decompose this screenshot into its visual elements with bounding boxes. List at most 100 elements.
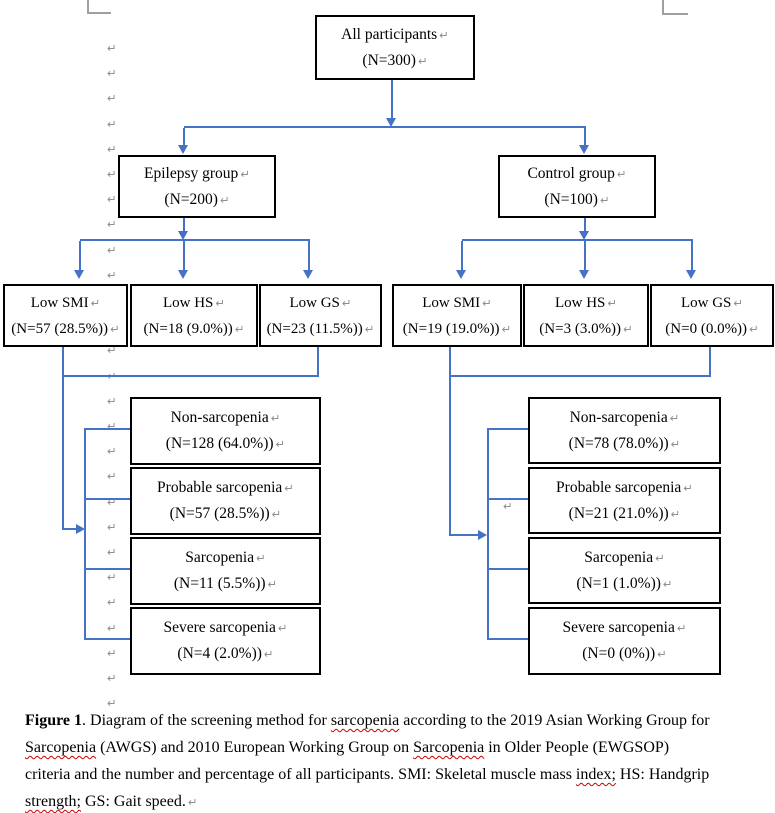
box-epilepsy-severe-sarcopenia: Severe sarcopenia↵ (N=4 (2.0%))↵ xyxy=(130,607,321,675)
arrowhead-right-icon xyxy=(76,524,85,534)
box-text: (N=1 (1.0%)) xyxy=(576,574,661,592)
box-text: (N=0 (0%)) xyxy=(582,645,656,662)
caption-text: HS: Handgrip xyxy=(615,766,710,783)
pilcrow-mark: ↵ xyxy=(90,295,101,310)
box-text: Severe sarcopenia xyxy=(562,619,675,636)
connector-to-control xyxy=(584,128,586,146)
connector-line xyxy=(62,377,64,529)
pilcrow-mark: ↵ xyxy=(271,507,282,521)
pilcrow-mark: ↵ xyxy=(417,53,428,68)
box-text: (N=300) xyxy=(362,51,416,69)
box-text: Probable sarcopenia xyxy=(556,478,682,496)
connector-join-epilepsy xyxy=(62,375,319,377)
pilcrow-mark: ↵ xyxy=(657,647,667,661)
pilcrow-mark: ↵ xyxy=(669,410,680,425)
box-text: Epilepsy group xyxy=(144,164,239,182)
pilcrow-mark: ↵ xyxy=(107,167,117,181)
box-control-non-sarcopenia: Non-sarcopenia↵ (N=78 (78.0%))↵ xyxy=(528,397,721,464)
connector-join-control xyxy=(449,375,711,377)
arrowhead-down-icon xyxy=(456,270,466,279)
pilcrow-mark: ↵ xyxy=(107,545,117,559)
connector-line xyxy=(317,343,319,376)
bracket-stub xyxy=(487,568,530,570)
box-control-group: Control group↵ (N=100)↵ xyxy=(498,155,656,218)
connector-line xyxy=(449,343,451,376)
pilcrow-mark: ↵ xyxy=(215,295,226,310)
pilcrow-mark: ↵ xyxy=(219,192,230,207)
connector-epilepsy-down xyxy=(183,214,185,233)
pilcrow-mark: ↵ xyxy=(107,444,117,458)
pilcrow-mark: ↵ xyxy=(107,142,117,156)
pilcrow-mark: ↵ xyxy=(599,192,610,207)
misspelled-word: Sarcopenia xyxy=(413,739,485,756)
connector-control-down xyxy=(584,214,586,233)
box-text: Low HS xyxy=(162,294,214,311)
arrowhead-down-icon xyxy=(579,231,589,240)
pilcrow-mark: ↵ xyxy=(439,27,449,42)
pilcrow-mark: ↵ xyxy=(676,621,687,635)
box-text: Sarcopenia xyxy=(185,549,255,566)
text-boundary-corner-mark-left xyxy=(87,0,111,14)
pilcrow-mark: ↵ xyxy=(234,321,245,336)
pilcrow-mark: ↵ xyxy=(107,217,117,231)
misspelled-word: index; xyxy=(575,766,616,783)
box-text: Control group xyxy=(527,164,615,182)
pilcrow-mark: ↵ xyxy=(107,646,117,660)
caption-text: ↵ xyxy=(187,795,198,809)
pilcrow-mark: ↵ xyxy=(107,41,117,55)
connector-line xyxy=(691,241,693,270)
connector-line xyxy=(308,241,310,270)
bracket-stub xyxy=(84,638,132,640)
pilcrow-mark: ↵ xyxy=(240,166,250,181)
connector-line xyxy=(709,343,711,376)
caption-text: according to the 2019 Asian Working Grou… xyxy=(399,712,710,729)
pilcrow-mark: ↵ xyxy=(364,321,375,336)
pilcrow-mark: ↵ xyxy=(655,550,665,565)
arrowhead-down-icon xyxy=(579,145,589,154)
connector-line xyxy=(584,241,586,270)
caption-line: criteria and the number and percentage o… xyxy=(25,761,755,788)
connector-line xyxy=(79,241,81,270)
bracket-stub xyxy=(487,498,530,500)
caption-text: . Diagram of the screening method for xyxy=(82,712,331,729)
pilcrow-mark: ↵ xyxy=(107,696,117,710)
box-epilepsy-group: Epilepsy group↵ (N=200)↵ xyxy=(118,155,276,218)
connector-all-to-split xyxy=(391,76,393,120)
box-text: (N=19 (19.0%)) xyxy=(402,320,500,337)
box-text: Severe sarcopenia xyxy=(163,619,276,636)
arrowhead-down-icon xyxy=(579,270,589,279)
caption-text: Figure 1 xyxy=(25,712,83,729)
pilcrow-mark: ↵ xyxy=(107,243,117,257)
connector-to-epilepsy xyxy=(183,128,185,146)
box-control-severe-sarcopenia: Severe sarcopenia↵ (N=0 (0%))↵ xyxy=(528,607,721,675)
connector-line xyxy=(62,343,64,376)
box-text: (N=100) xyxy=(544,190,598,208)
figure-caption: Figure 1. Diagram of the screening metho… xyxy=(25,707,755,813)
pilcrow-mark: ↵ xyxy=(277,621,288,635)
pilcrow-mark: ↵ xyxy=(733,295,744,310)
pilcrow-mark: ↵ xyxy=(107,570,117,584)
pilcrow-mark: ↵ xyxy=(267,577,278,591)
pilcrow-mark: ↵ xyxy=(107,595,117,609)
box-text: Non-sarcopenia xyxy=(170,409,269,426)
pilcrow-mark: ↵ xyxy=(607,295,618,310)
box-control-probable-sarcopenia: Probable sarcopenia↵ (N=21 (21.0%))↵ xyxy=(528,467,721,534)
box-text: (N=0 (0.0%)) xyxy=(665,320,748,337)
connector-split-control xyxy=(462,239,693,241)
pilcrow-mark: ↵ xyxy=(107,495,117,509)
box-text: (N=57 (28.5%)) xyxy=(11,320,109,337)
box-text: (N=4 (2.0%)) xyxy=(177,645,262,662)
box-text: Probable sarcopenia xyxy=(157,479,283,496)
caption-text: criteria and the number and percentage o… xyxy=(25,766,576,783)
box-text: (N=18 (9.0%)) xyxy=(143,320,233,337)
caption-line: Sarcopenia (AWGS) and 2010 European Work… xyxy=(25,734,755,761)
pilcrow-mark: ↵ xyxy=(107,469,117,483)
bracket-epilepsy xyxy=(84,428,86,640)
pilcrow-mark: ↵ xyxy=(683,480,693,495)
arrowhead-down-icon xyxy=(178,231,188,240)
pilcrow-mark: ↵ xyxy=(107,343,117,357)
bracket-stub xyxy=(487,638,530,640)
arrowhead-down-icon xyxy=(74,270,84,279)
box-epilepsy-non-sarcopenia: Non-sarcopenia↵ (N=128 (64.0%))↵ xyxy=(130,397,321,465)
